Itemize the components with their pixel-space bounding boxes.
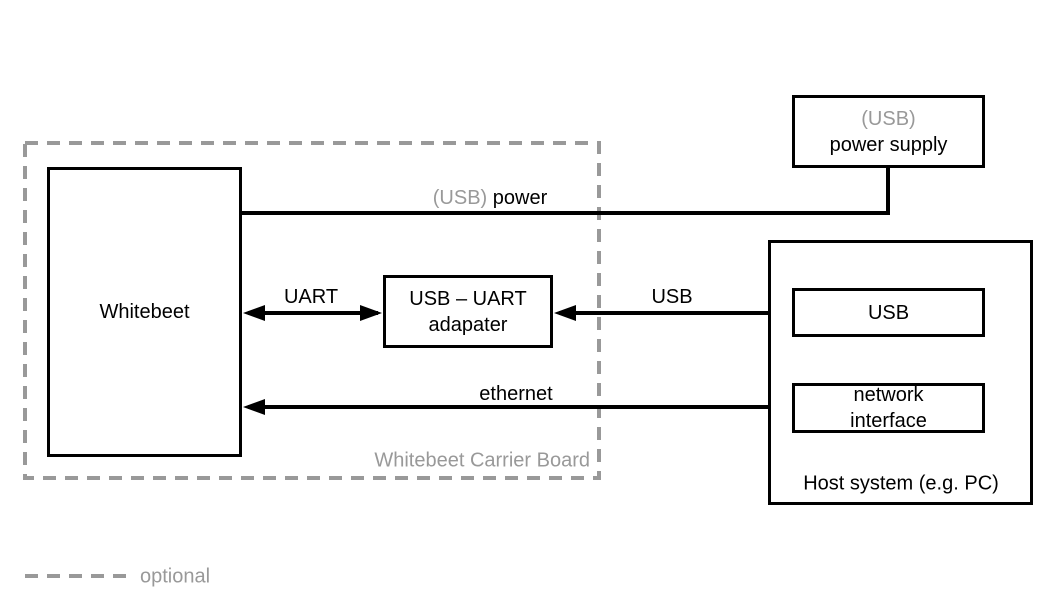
uart-arrowhead-right <box>360 305 382 321</box>
power-line-label: (USB) power <box>433 187 548 209</box>
usb-uart-adapter-box: USB – UART adapater <box>383 275 553 348</box>
power-supply-label-line1: (USB) <box>861 107 916 130</box>
usb-line-label: USB <box>651 286 693 308</box>
whitebeet-box: Whitebeet <box>47 167 242 457</box>
legend-optional-label: optional <box>140 565 211 588</box>
power-line <box>242 166 890 215</box>
ethernet-arrowhead-left <box>243 399 265 415</box>
host-usb-box: USB <box>792 288 985 337</box>
whitebeet-label: Whitebeet <box>99 301 190 323</box>
usb-arrowhead-left <box>554 305 576 321</box>
carrier-board-dashed-frame <box>23 141 601 480</box>
host-usb-label: USB <box>867 301 910 324</box>
host-system-label: Host system (e.g. PC) <box>803 472 999 495</box>
adapter-label-line2: adapater <box>428 313 508 336</box>
power-supply-box: (USB) power supply <box>792 95 985 168</box>
uart-line-label: UART <box>283 286 339 308</box>
power-line-label-optional-part: (USB) <box>432 187 488 209</box>
adapter-label-line1: USB – UART <box>409 287 527 310</box>
host-system-box <box>768 240 1033 505</box>
network-interface-box: network interface <box>792 383 985 433</box>
power-line-label-main-part: power <box>492 187 548 209</box>
power-supply-label-line2: power supply <box>829 133 948 156</box>
uart-arrowhead-left <box>243 305 265 321</box>
network-interface-label-line2: interface <box>850 410 927 432</box>
network-interface-label-line1: network <box>853 384 924 406</box>
carrier-board-label: Whitebeet Carrier Board <box>374 449 590 472</box>
ethernet-line-label: ethernet <box>479 383 553 405</box>
